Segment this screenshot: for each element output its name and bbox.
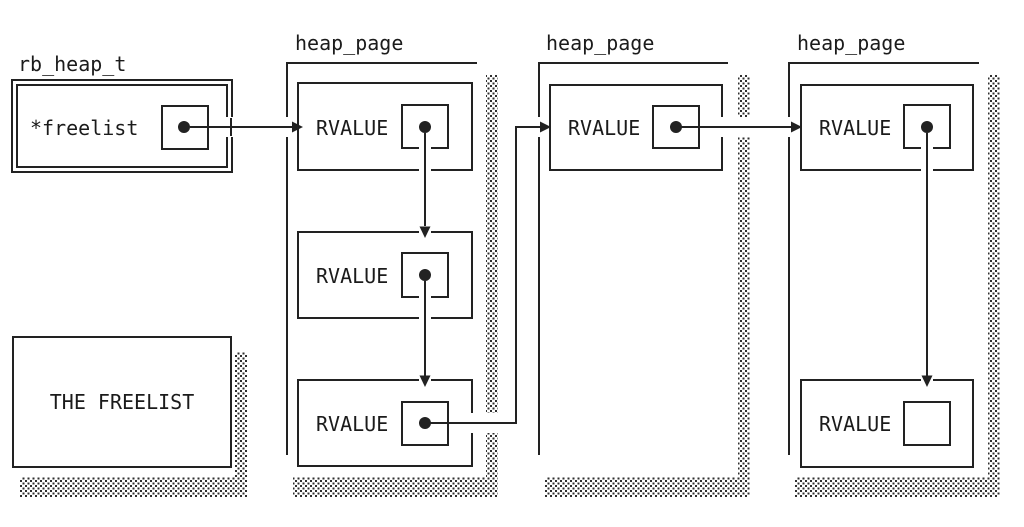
connector-lines <box>190 118 928 424</box>
pointer-dot-p1-s1 <box>419 121 431 133</box>
arrowhead-into-p1s3 <box>419 375 431 387</box>
page1-outline <box>286 62 477 455</box>
null-pointer-slot-p3-s2 <box>903 401 951 446</box>
rvalue-label-p1-s2: RVALUE <box>316 264 389 288</box>
pointer-dot-p2-s1 <box>670 121 682 133</box>
freelist-field-label: *freelist <box>30 116 139 140</box>
rvalue-label-p2-s1: RVALUE <box>568 116 641 140</box>
page3-outline <box>788 62 979 455</box>
caption-box: THE FREELIST <box>13 337 231 467</box>
heap-page-2-label: heap_page <box>546 31 655 55</box>
line-p1s3-to-p2s1 <box>430 126 540 424</box>
arrowheads <box>292 121 933 387</box>
pointer-dot-p3-s1 <box>921 121 933 133</box>
pointer-dot-p1-s2 <box>419 269 431 281</box>
caption-box-border <box>12 336 232 468</box>
page2-shadow-right <box>738 75 750 497</box>
page3-shadow-bottom <box>795 477 1000 497</box>
page1-shadow-right <box>486 75 498 497</box>
rvalue-box-p1-s2 <box>297 231 473 319</box>
arrowhead-into-p3s1 <box>791 121 802 133</box>
caption-text: THE FREELIST <box>49 389 195 414</box>
rvalue-label-p3-s1: RVALUE <box>819 116 892 140</box>
rb-heap-t-label: rb_heap_t <box>18 52 127 76</box>
page2-shadow-bottom <box>545 477 750 497</box>
rvalue-label-p1-s1: RVALUE <box>316 116 389 140</box>
heap-page-1-label: heap_page <box>295 31 404 55</box>
pointer-dot-p1-s3 <box>419 417 431 429</box>
halo-page1-to-page2 <box>452 117 545 433</box>
arrowhead-into-p1s1 <box>292 121 303 133</box>
caption-shadow-right <box>235 352 247 477</box>
heap-page-3-label: heap_page <box>797 31 906 55</box>
arrowhead-into-p3s2 <box>921 375 933 387</box>
rvalue-label-p3-s2: RVALUE <box>819 412 892 436</box>
pointer-dots <box>178 121 933 429</box>
arrowhead-into-p1s2 <box>419 226 431 238</box>
page3-shadow-right <box>988 75 1000 497</box>
arrowhead-into-p2s1 <box>540 121 551 133</box>
shadow-bands <box>20 75 1000 497</box>
page1-shadow-bottom <box>293 477 498 497</box>
page2-outline <box>538 62 728 455</box>
caption-shadow-bottom <box>20 477 247 497</box>
rvalue-label-p1-s3: RVALUE <box>316 412 389 436</box>
pointer-dot-freelist <box>178 121 190 133</box>
rvalue-box-p3-s2 <box>800 379 974 468</box>
